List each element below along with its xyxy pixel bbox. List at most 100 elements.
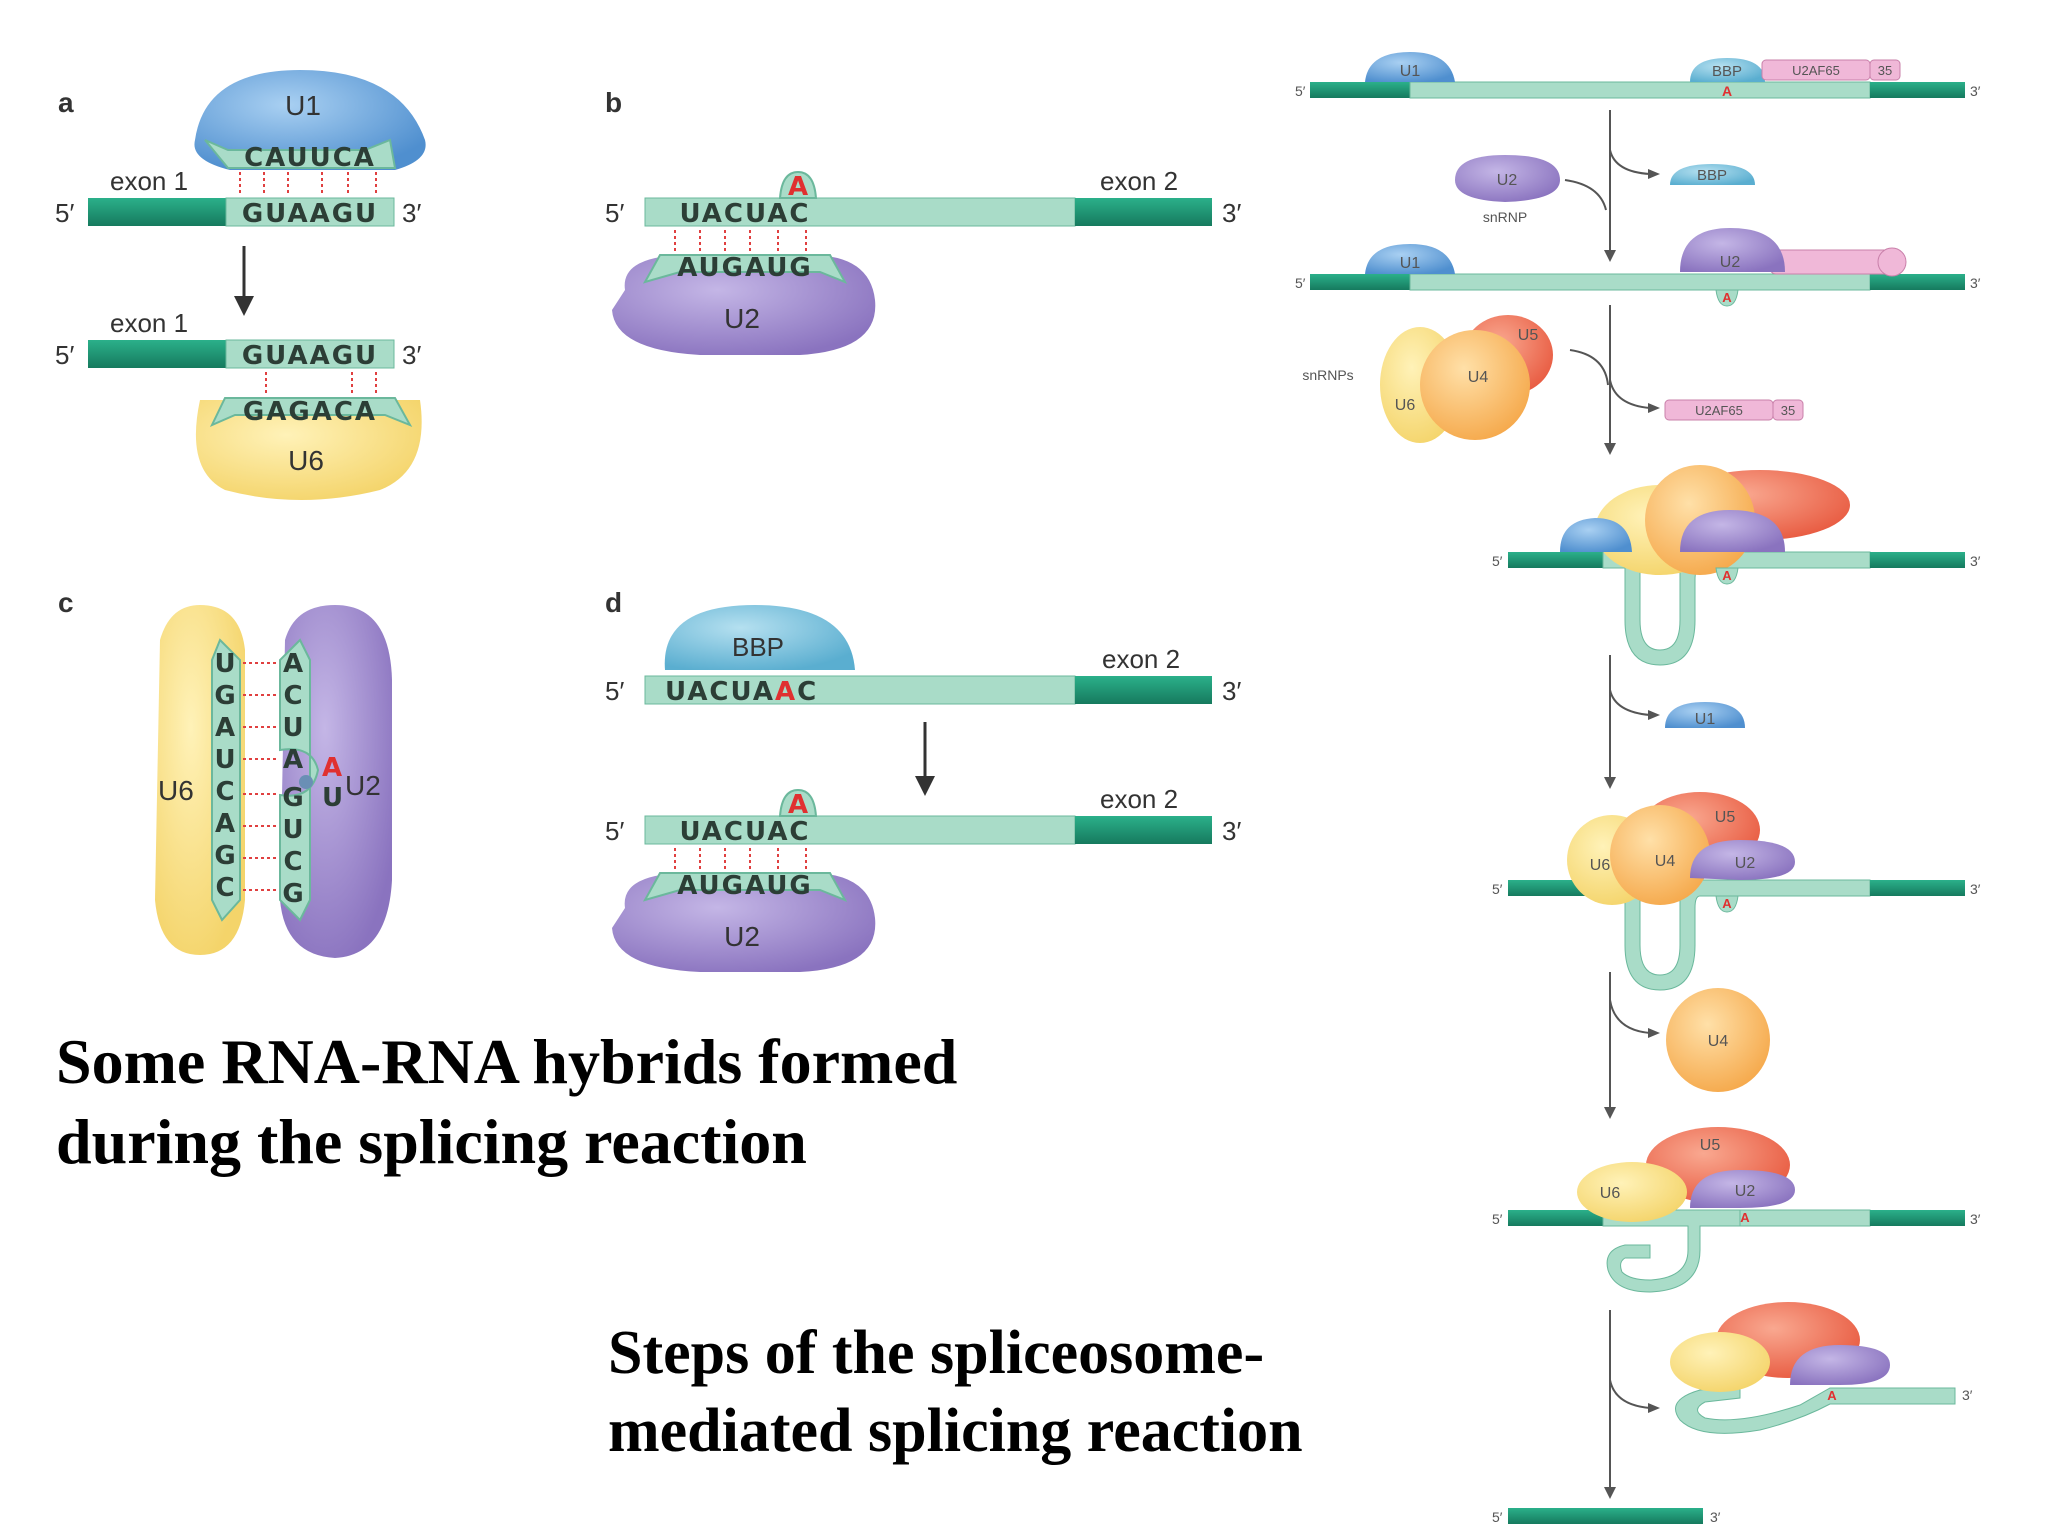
caption-splicing-steps: Steps of the spliceosome- mediated splic…: [608, 1315, 1303, 1470]
branch-adenosine-d: A: [788, 790, 808, 820]
step1-exon2: [1870, 82, 1965, 98]
svg-text:U1: U1: [1695, 711, 1716, 728]
svg-text:3′: 3′: [1970, 881, 1981, 897]
u6-snrnp: [195, 400, 422, 500]
u6-base-c: U: [214, 745, 237, 775]
arrow-d-head: [915, 776, 935, 796]
branch-point-dot-c: [299, 775, 313, 789]
released-u4: [1666, 988, 1770, 1092]
svg-text:snRNP: snRNP: [1483, 209, 1527, 225]
step-2: 5′ 3′ U1 U2 A: [1295, 228, 1981, 307]
exon-1-bar-lower: [88, 340, 226, 368]
u2-sequence-b: AUGAUG: [677, 253, 813, 283]
panel-b-label: b: [605, 87, 622, 118]
svg-text:U2: U2: [1735, 855, 1756, 872]
u2-base-c: G: [282, 879, 305, 909]
svg-text:BBP: BBP: [1697, 167, 1727, 184]
svg-text:A: A: [1722, 83, 1732, 99]
u2-strand-c: [279, 638, 320, 922]
caption-right-line-1: Steps of the spliceosome-: [608, 1319, 1265, 1387]
exon-2-label: exon 2: [1100, 166, 1178, 196]
u6-rna-strand: [209, 397, 413, 427]
u6-strand-c: [211, 638, 241, 922]
exon-2-bar-d2: [1075, 816, 1212, 844]
u2-snrnp-d: [612, 873, 876, 972]
u2-base-c: C: [283, 847, 304, 877]
caption-right-line-2: mediated splicing reaction: [608, 1396, 1303, 1465]
branch-adenosine-b: A: [788, 172, 808, 202]
svg-text:U6: U6: [1590, 857, 1611, 874]
u6-base-c: C: [215, 873, 236, 903]
exon-2-bar: [1075, 198, 1212, 226]
u2-base-c: U: [282, 815, 305, 845]
u6-sequence: GAGACA: [243, 397, 377, 427]
svg-text:U2AF65: U2AF65: [1695, 403, 1743, 418]
svg-text:5′: 5′: [1492, 1211, 1503, 1227]
svg-text:snRNPs: snRNPs: [1302, 367, 1353, 383]
svg-text:5′: 5′: [1295, 275, 1306, 291]
splicing-steps: 5′ 3′ U1 BBP U2AF65 35 A BBP U2 snRNP 5′: [1295, 52, 1981, 1525]
caption-left-line-2: during the splicing reaction: [56, 1106, 807, 1177]
u6-base-c: G: [214, 681, 237, 711]
exon-1-label-lower: exon 1: [110, 308, 188, 338]
incoming-u4: [1420, 330, 1530, 440]
exon-1-bar: [88, 198, 226, 226]
panel-a-label: a: [58, 87, 74, 118]
step1-u2af35: [1869, 59, 1901, 81]
five-prime-splice-sequence-lower: GUAAGU: [242, 341, 378, 371]
step2-u1: [1365, 244, 1455, 274]
svg-text:U6: U6: [1600, 1185, 1621, 1202]
svg-text:A: A: [1827, 1388, 1837, 1403]
step1-u1: [1365, 52, 1455, 82]
branch-sequence-d2: UACUAC: [679, 817, 810, 847]
five-prime-label: 5′: [55, 198, 74, 228]
base-pairs-d: [674, 848, 807, 870]
svg-text:U1: U1: [1400, 63, 1421, 80]
spliced-mrna: 5′ 3′: [1492, 1508, 1721, 1525]
caption-rna-hybrids: Some RNA-RNA hybrids formed during the s…: [56, 1022, 957, 1182]
svg-text:U5: U5: [1715, 809, 1736, 826]
released-bbp: [1670, 164, 1755, 185]
svg-text:BBP: BBP: [1712, 63, 1742, 80]
u2-rna-strand-d: [642, 872, 848, 902]
five-prime-label-lower: 5′: [55, 340, 74, 370]
exon-2-bar-d: [1075, 676, 1212, 704]
intron-bar-lower: [225, 339, 395, 369]
u2-snrnp-b: [612, 255, 876, 355]
branch-bulge-d: [778, 788, 818, 817]
svg-text:A: A: [1722, 568, 1732, 583]
u6-base-c: C: [215, 777, 236, 807]
step-1: 5′ 3′ U1 BBP U2AF65 35 A: [1295, 52, 1981, 99]
intron-bar-d2: [644, 815, 1076, 845]
svg-text:U2AF65: U2AF65: [1792, 63, 1840, 78]
u2-rna-strand-b: [642, 254, 848, 284]
svg-text:5′: 5′: [1492, 1509, 1503, 1525]
step-6-lariat: 3′ A: [1670, 1302, 1973, 1434]
u2-base-c: C: [283, 681, 304, 711]
u2-base-c: G: [282, 783, 305, 813]
bbp-protein: [664, 605, 855, 670]
exon-2-label-d: exon 2: [1102, 644, 1180, 674]
step-4: 5′ 3′ U5 U4 U6 U2 A: [1492, 792, 1981, 991]
base-pairs-b: [674, 230, 807, 252]
three-prime-label-lower: 3′: [402, 340, 421, 370]
panel-c-label: c: [58, 587, 74, 618]
svg-text:A: A: [1740, 1210, 1750, 1225]
u6-base-c: U: [214, 649, 237, 679]
three-prime-label-d: 3′: [1222, 676, 1241, 706]
svg-text:U2: U2: [1720, 254, 1741, 271]
u2-label-c: U2: [345, 770, 381, 801]
branch-bulge-b: [778, 170, 818, 199]
svg-text:U2: U2: [1497, 172, 1518, 189]
intron-bar: [225, 197, 395, 227]
svg-text:35: 35: [1781, 403, 1795, 418]
u6-label-c: U6: [158, 775, 194, 806]
branch-sequence-b: UACUAC: [679, 199, 810, 229]
released-u1: [1665, 702, 1745, 728]
base-pairs-a1: [239, 172, 377, 196]
three-prime-label-b: 3′: [1222, 198, 1241, 228]
branch-sequence-d: UACUAAC: [665, 677, 818, 707]
